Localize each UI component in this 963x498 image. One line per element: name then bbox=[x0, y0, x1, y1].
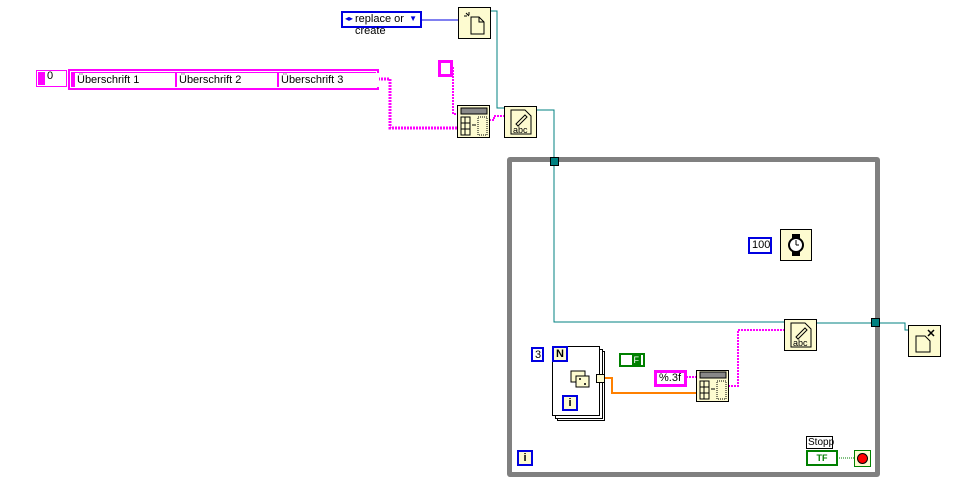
loop-condition-stop-icon[interactable] bbox=[854, 450, 871, 467]
refnum-wire bbox=[536, 109, 784, 323]
random-number-icon[interactable] bbox=[570, 370, 590, 388]
watch-icon bbox=[788, 234, 804, 256]
array-element[interactable]: Überschrift 2 bbox=[177, 73, 277, 87]
index-stepper-icon[interactable] bbox=[38, 72, 45, 85]
array-element[interactable]: Überschrift 1 bbox=[75, 73, 175, 87]
for-loop-iteration: i bbox=[562, 395, 578, 411]
write-file-node[interactable]: abc bbox=[784, 319, 817, 351]
refnum-wire bbox=[490, 10, 504, 109]
open-file-node[interactable] bbox=[458, 7, 491, 39]
svg-text:abc: abc bbox=[793, 338, 808, 348]
number-array-wire bbox=[605, 377, 696, 394]
refnum-tunnel bbox=[550, 157, 559, 166]
array-tunnel bbox=[596, 374, 605, 383]
array-to-spreadsheet-node[interactable] bbox=[696, 370, 729, 402]
close-file-node[interactable] bbox=[908, 325, 941, 357]
loop-count-constant[interactable]: 3 bbox=[531, 347, 544, 362]
while-loop-iteration: i bbox=[517, 450, 533, 466]
wait-node[interactable] bbox=[780, 229, 812, 261]
refnum-wire bbox=[816, 322, 908, 331]
header-array-constant[interactable]: Überschrift 1 Überschrift 2 Überschrift … bbox=[68, 69, 379, 90]
ring-arrows-icon: ◂▸ bbox=[345, 14, 354, 23]
close-file-icon bbox=[915, 329, 935, 353]
write-file-node[interactable]: abc bbox=[504, 106, 537, 138]
svg-text:abc: abc bbox=[513, 125, 528, 135]
array-index[interactable]: 0 bbox=[36, 70, 67, 87]
array-to-spreadsheet-icon bbox=[699, 371, 726, 400]
format-string-constant[interactable]: %.3f bbox=[654, 370, 687, 387]
write-file-icon: abc bbox=[510, 109, 531, 135]
string-wire bbox=[728, 329, 784, 387]
array-to-spreadsheet-node[interactable] bbox=[457, 105, 490, 138]
open-mode-ring[interactable]: ◂▸ replace or create ▼ bbox=[341, 11, 422, 37]
stop-button-terminal[interactable]: TF bbox=[806, 450, 838, 466]
array-to-spreadsheet-icon bbox=[460, 107, 487, 135]
string-wire bbox=[489, 115, 504, 121]
while-loop[interactable] bbox=[507, 157, 880, 477]
write-file-icon: abc bbox=[790, 322, 811, 348]
wait-ms-constant[interactable]: 100 bbox=[748, 237, 772, 254]
open-file-icon bbox=[463, 12, 484, 35]
boolean-constant[interactable]: F bbox=[619, 353, 645, 367]
for-loop-count-terminal: N bbox=[552, 346, 568, 362]
string-array-wire bbox=[378, 77, 457, 130]
dropdown-icon[interactable]: ▼ bbox=[409, 14, 417, 23]
refnum-tunnel bbox=[871, 318, 880, 327]
empty-string-constant[interactable] bbox=[438, 60, 453, 77]
stop-label: Stopp bbox=[806, 436, 835, 449]
array-element[interactable]: Überschrift 3 bbox=[279, 73, 379, 87]
